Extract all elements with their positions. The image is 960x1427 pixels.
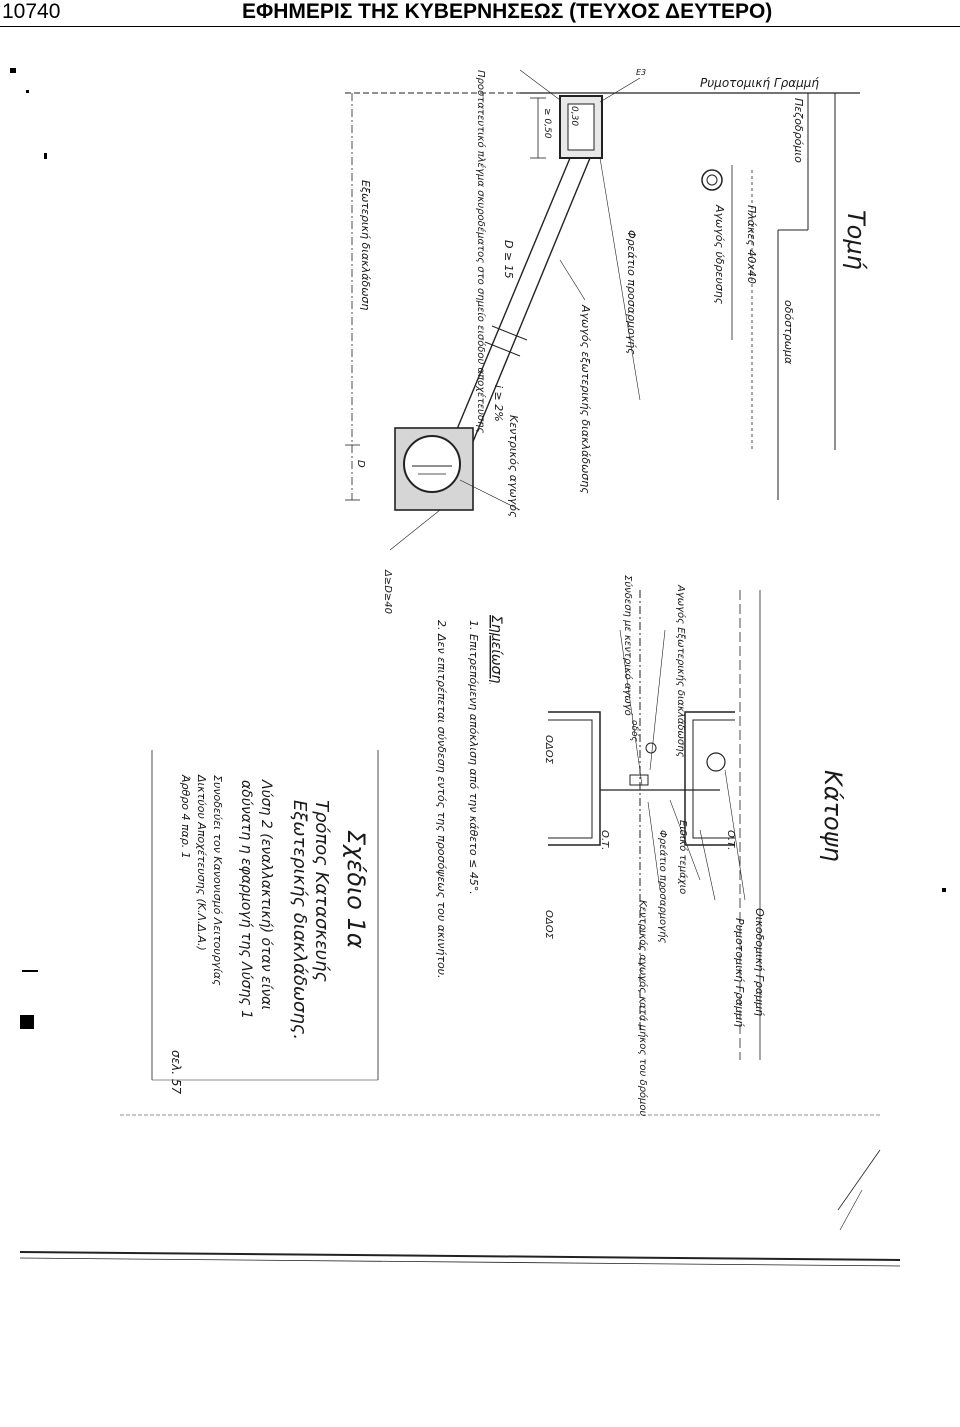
label-tomi: Τομή (842, 210, 870, 270)
label-freatio-plan: Φρεάτιο προσαρμογής (657, 830, 669, 943)
page-number: 10740 (2, 0, 61, 23)
label-rymotomiki-plan: Ρυμοτομική Γραμμή (733, 918, 746, 1027)
label-plakes: Πλάκες 40x40 (745, 205, 758, 284)
label-d-min: D ≥ 15 (502, 240, 515, 279)
label-prostateftiko: Προστατευτικό πλέγμα σκυροδέματος στο ση… (475, 70, 487, 433)
label-odostroma: οδόστρωμα (782, 300, 795, 365)
label-diameter-note: Δ≥D≥40 (382, 569, 393, 614)
label-dim-d: D (355, 460, 366, 468)
label-agogos-exoterikis: Αγωγός εξωτερικής διακλάδωσης (579, 304, 592, 494)
title-block-text: Σχέδιο 1α Τρόπος Κατασκευής Εξωτερικής δ… (169, 774, 370, 1094)
notes: Σημείωση 1. Επιτρεπόμενη απόκλιση από τη… (435, 615, 504, 979)
section-drawing (345, 69, 860, 551)
bottom-rules (19, 1114, 901, 1267)
title-line-3: Λύση 2 (εναλλακτική) όταν είναι (258, 779, 274, 1010)
header-rule (0, 26, 960, 27)
title-line-1: Τρόπος Κατασκευής (311, 800, 332, 983)
plan-labels: Κάτοψη Οικοδομική Γραμμή Ρυμοτομική Γραμ… (543, 575, 847, 1117)
label-freatio: Φρεάτιο προσαρμογής (625, 230, 638, 355)
title-line-7: Άρθρο 4 παρ. 1 (179, 774, 192, 859)
plan-drawing (548, 590, 761, 1060)
drawing-name: Σχέδιο 1α (342, 830, 370, 949)
label-odos-right: ΟΔΟΣ (543, 910, 554, 940)
label-exoteriki-diaklados: Εξωτερική διακλάδωση (359, 180, 372, 310)
label-katopsi: Κάτοψη (819, 770, 847, 862)
note-1: 1. Επιτρεπόμενη απόκλιση από την κάθετο … (467, 620, 480, 895)
title-line-2: Εξωτερικής διακλάδωσης. (289, 800, 310, 1040)
label-dim-050: ≥ 0,50 (542, 108, 552, 139)
label-oikodomiki: Οικοδομική Γραμμή (753, 908, 766, 1016)
label-odos-left: ΟΔΟΣ (543, 735, 554, 765)
title-line-4: αδύνατη η εφαρμογή της Λύσης 1 (238, 780, 254, 1019)
title-block (151, 750, 379, 1081)
label-syndesi: Σύνδεση με κεντρικό αγωγό (622, 575, 634, 716)
gazette-title: ΕΦΗΜΕΡΙΣ ΤΗΣ ΚΥΒΕΡΝΗΣΕΩΣ (ΤΕΥΧΟΣ ΔΕΥΤΕΡΟ… (242, 0, 773, 23)
label-e3: E3 (636, 68, 646, 77)
sheet-number: σελ. 57 (169, 1050, 183, 1094)
title-line-5: Συνοδεύει τον Κανονισμό Λειτουργίας (211, 775, 224, 986)
title-line-6: Δικτύου Αποχέτευσης (Κ.Λ.Δ.Α.) (195, 774, 208, 951)
label-dim-030: 0,30 (569, 106, 579, 126)
label-i-min: i ≥ 2% (492, 385, 505, 422)
page-header: 10740 ΕΦΗΜΕΡΙΣ ΤΗΣ ΚΥΒΕΡΝΗΣΕΩΣ (ΤΕΥΧΟΣ Δ… (0, 0, 960, 27)
scan-marks (10, 68, 946, 1029)
label-odos-short: οδός (629, 720, 640, 742)
label-agogos-ydreusis: Αγωγός ύδρευσης (713, 204, 726, 305)
label-ot-right: Ο.Τ. (725, 830, 736, 850)
label-eidiko: Ειδικό τεμάχιο (677, 820, 689, 894)
section-labels: Τομή Ρυμοτομική Γραμμή Πεζοδρόμιο οδόστρ… (355, 68, 870, 614)
note-2: 2. Δεν επιτρέπεται σύνδεση εντός της προ… (435, 620, 448, 979)
label-ot-left: Ο.Τ. (599, 830, 610, 850)
label-agogos-plan: Αγωγός Εξωτερικής διακλάδωσης (675, 584, 687, 758)
label-pezodromio: Πεζοδρόμιο (792, 98, 805, 163)
engineering-drawing: Τομή Ρυμοτομική Γραμμή Πεζοδρόμιο οδόστρ… (10, 68, 946, 1267)
label-rymotomiki-grammi: Ρυμοτομική Γραμμή (700, 76, 819, 90)
notes-title: Σημείωση (488, 615, 504, 684)
label-kentrikos-agogos: Κεντρικός αγωγός (507, 415, 520, 518)
label-kentrikos-plan: Κεντρικός αγωγός κατά μήκος του δρόμου (637, 900, 649, 1117)
